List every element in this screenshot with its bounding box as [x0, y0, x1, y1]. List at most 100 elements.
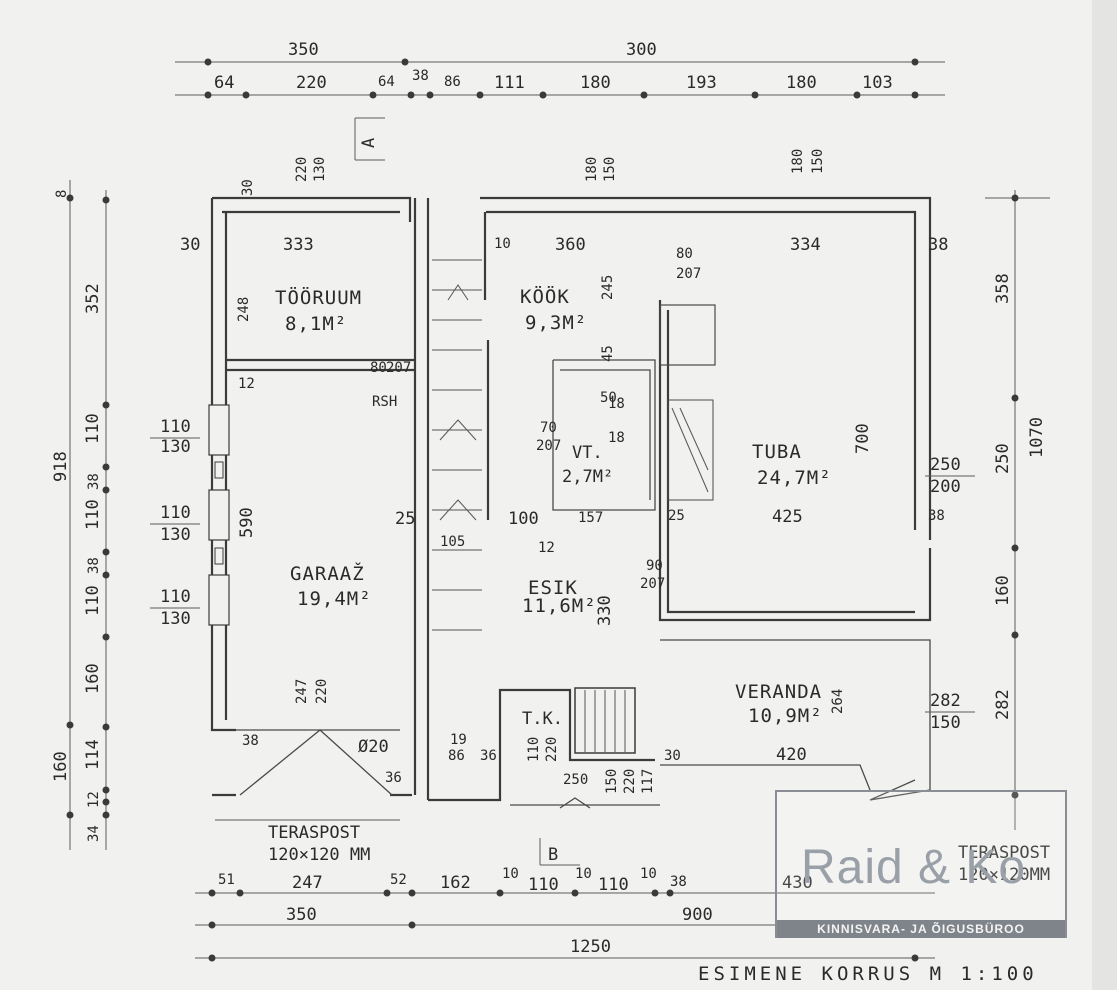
right-dimension-lines	[985, 190, 1050, 830]
dim-int-18a: 18	[608, 396, 625, 412]
dim-int-25a: 25	[395, 509, 415, 529]
dim-bot-10a: 10	[502, 866, 519, 882]
dim-int-420: 420	[776, 745, 807, 765]
dim-left-8: 8	[54, 190, 70, 198]
dim-left-38a: 38	[86, 473, 102, 490]
dim-int-86: 86	[448, 748, 465, 764]
dim-right-160: 160	[993, 575, 1013, 606]
dim-left-110b: 110	[83, 499, 103, 530]
dim-top-220: 220	[296, 73, 327, 93]
dim-int-150a: 150	[602, 157, 618, 182]
dim-int-334: 334	[790, 235, 821, 255]
dim-int-425: 425	[772, 507, 803, 527]
teraspost-right: TERASPOST 120×120MM	[958, 843, 1050, 885]
room-tk-name: T.K.	[522, 709, 563, 729]
dim-int-330: 330	[595, 595, 615, 626]
dim-bot-110a: 110	[528, 875, 559, 895]
dim-int-50: 50	[600, 390, 617, 406]
dim-int-100: 100	[508, 509, 539, 529]
dim-int-200: 200	[930, 477, 961, 497]
dim-int-150c: 150	[810, 149, 826, 174]
room-vt-area: 2,7M²	[562, 467, 613, 487]
room-kook-area: 9,3M²	[525, 312, 587, 334]
section-b-label: B	[548, 845, 558, 865]
teraspost-right-size: 120×120MM	[958, 865, 1050, 885]
garage-door	[236, 729, 400, 796]
tk-stair-block	[574, 687, 636, 754]
dim-bottom-row1: 51 247 52 162 10 110 10 110 10 38	[218, 866, 687, 895]
dim-int-207a: 207	[640, 576, 665, 592]
dim-left-160b: 160	[51, 751, 71, 782]
dim-left-160a: 160	[83, 663, 103, 694]
dim-top-86: 86	[444, 74, 461, 90]
room-rsh-label: RSH	[372, 394, 397, 410]
dim-left-110c: 110	[83, 585, 103, 616]
dim-top-64a: 64	[214, 73, 234, 93]
dim-left-38b: 38	[86, 557, 102, 574]
exterior-walls	[210, 196, 932, 806]
dim-int-12b: 12	[538, 540, 555, 556]
dim-int-333: 333	[283, 235, 314, 255]
kitchen-counter	[659, 304, 716, 501]
dim-int-180a: 180	[584, 157, 600, 182]
dim-left-352: 352	[83, 283, 103, 314]
dim-int-245: 245	[600, 275, 616, 300]
room-vt-name: VT.	[572, 443, 603, 463]
dim-int-207b: 207	[386, 360, 411, 376]
teraspost-left-label: TERASPOST	[268, 823, 360, 843]
section-marker-b	[539, 838, 580, 866]
dim-top-300: 300	[626, 40, 657, 60]
dim-top-103: 103	[862, 73, 893, 93]
dim-int-10: 10	[494, 236, 511, 252]
dim-int-110: 110	[526, 737, 542, 762]
dim-int-130: 130	[312, 157, 328, 182]
dim-int-38c: 38	[242, 733, 259, 749]
dim-top-350: 350	[288, 40, 319, 60]
dim-bot-900: 900	[682, 905, 713, 925]
dim-int-80b: 80	[676, 246, 693, 262]
dim-int-38a: 38	[928, 235, 948, 255]
dim-bot-247: 247	[292, 873, 323, 893]
dim-int-157: 157	[578, 510, 603, 526]
dim-int-250: 250	[930, 455, 961, 475]
dim-int-18b: 18	[608, 430, 625, 446]
plan-title: ESIMENE KORRUS M 1:100	[698, 963, 1038, 985]
dim-window-130a: 130	[160, 437, 191, 457]
room-veranda-name: VERANDA	[735, 681, 822, 703]
teraspost-left: TERASPOST 120×120 MM	[215, 819, 400, 865]
dim-int-25b: 25	[668, 508, 685, 524]
room-veranda-area: 10,9M²	[748, 705, 823, 727]
dim-int-248: 248	[236, 297, 252, 322]
section-a-label: A	[359, 138, 379, 148]
interior-dimensions: 30 333 360 334 38 248 12 25 590 100 12 1…	[180, 149, 975, 794]
dim-int-207c: 207	[676, 266, 701, 282]
dim-window-130c: 130	[160, 609, 191, 629]
room-garaaz-area: 19,4M²	[297, 588, 372, 610]
dim-int-180b: 180	[790, 149, 806, 174]
dim-int-282: 282	[930, 691, 961, 711]
dim-int-36b: 36	[480, 748, 497, 764]
room-garaaz-name: GARAAŽ	[290, 562, 365, 585]
left-dimension-lines	[66, 180, 110, 850]
dim-bot-38: 38	[670, 874, 687, 890]
staircase	[432, 259, 482, 631]
dim-int-590: 590	[237, 507, 257, 538]
dim-bot-52: 52	[390, 872, 407, 888]
dim-int-250b: 250	[563, 772, 588, 788]
dim-int-30b: 30	[664, 748, 681, 764]
room-kook-name: KÖÖK	[520, 285, 570, 308]
dim-int-117: 117	[640, 769, 656, 794]
entry-arrow	[559, 797, 591, 809]
dim-window-110c: 110	[160, 587, 191, 607]
dim-top-38: 38	[412, 68, 429, 84]
dim-bot-10c: 10	[640, 866, 657, 882]
dim-top-111: 111	[494, 73, 525, 93]
watermark-name: Raid & Ko	[801, 841, 1027, 894]
dim-int-90a: 90	[646, 558, 663, 574]
dim-window-110a: 110	[160, 417, 191, 437]
dim-int-12a: 12	[238, 376, 255, 392]
dim-int-220b: 220	[544, 737, 560, 762]
dim-top-180b: 180	[786, 73, 817, 93]
dim-right-labels: 358 1070 250 160 282	[993, 273, 1047, 720]
dim-right-1070: 1070	[1027, 417, 1047, 458]
